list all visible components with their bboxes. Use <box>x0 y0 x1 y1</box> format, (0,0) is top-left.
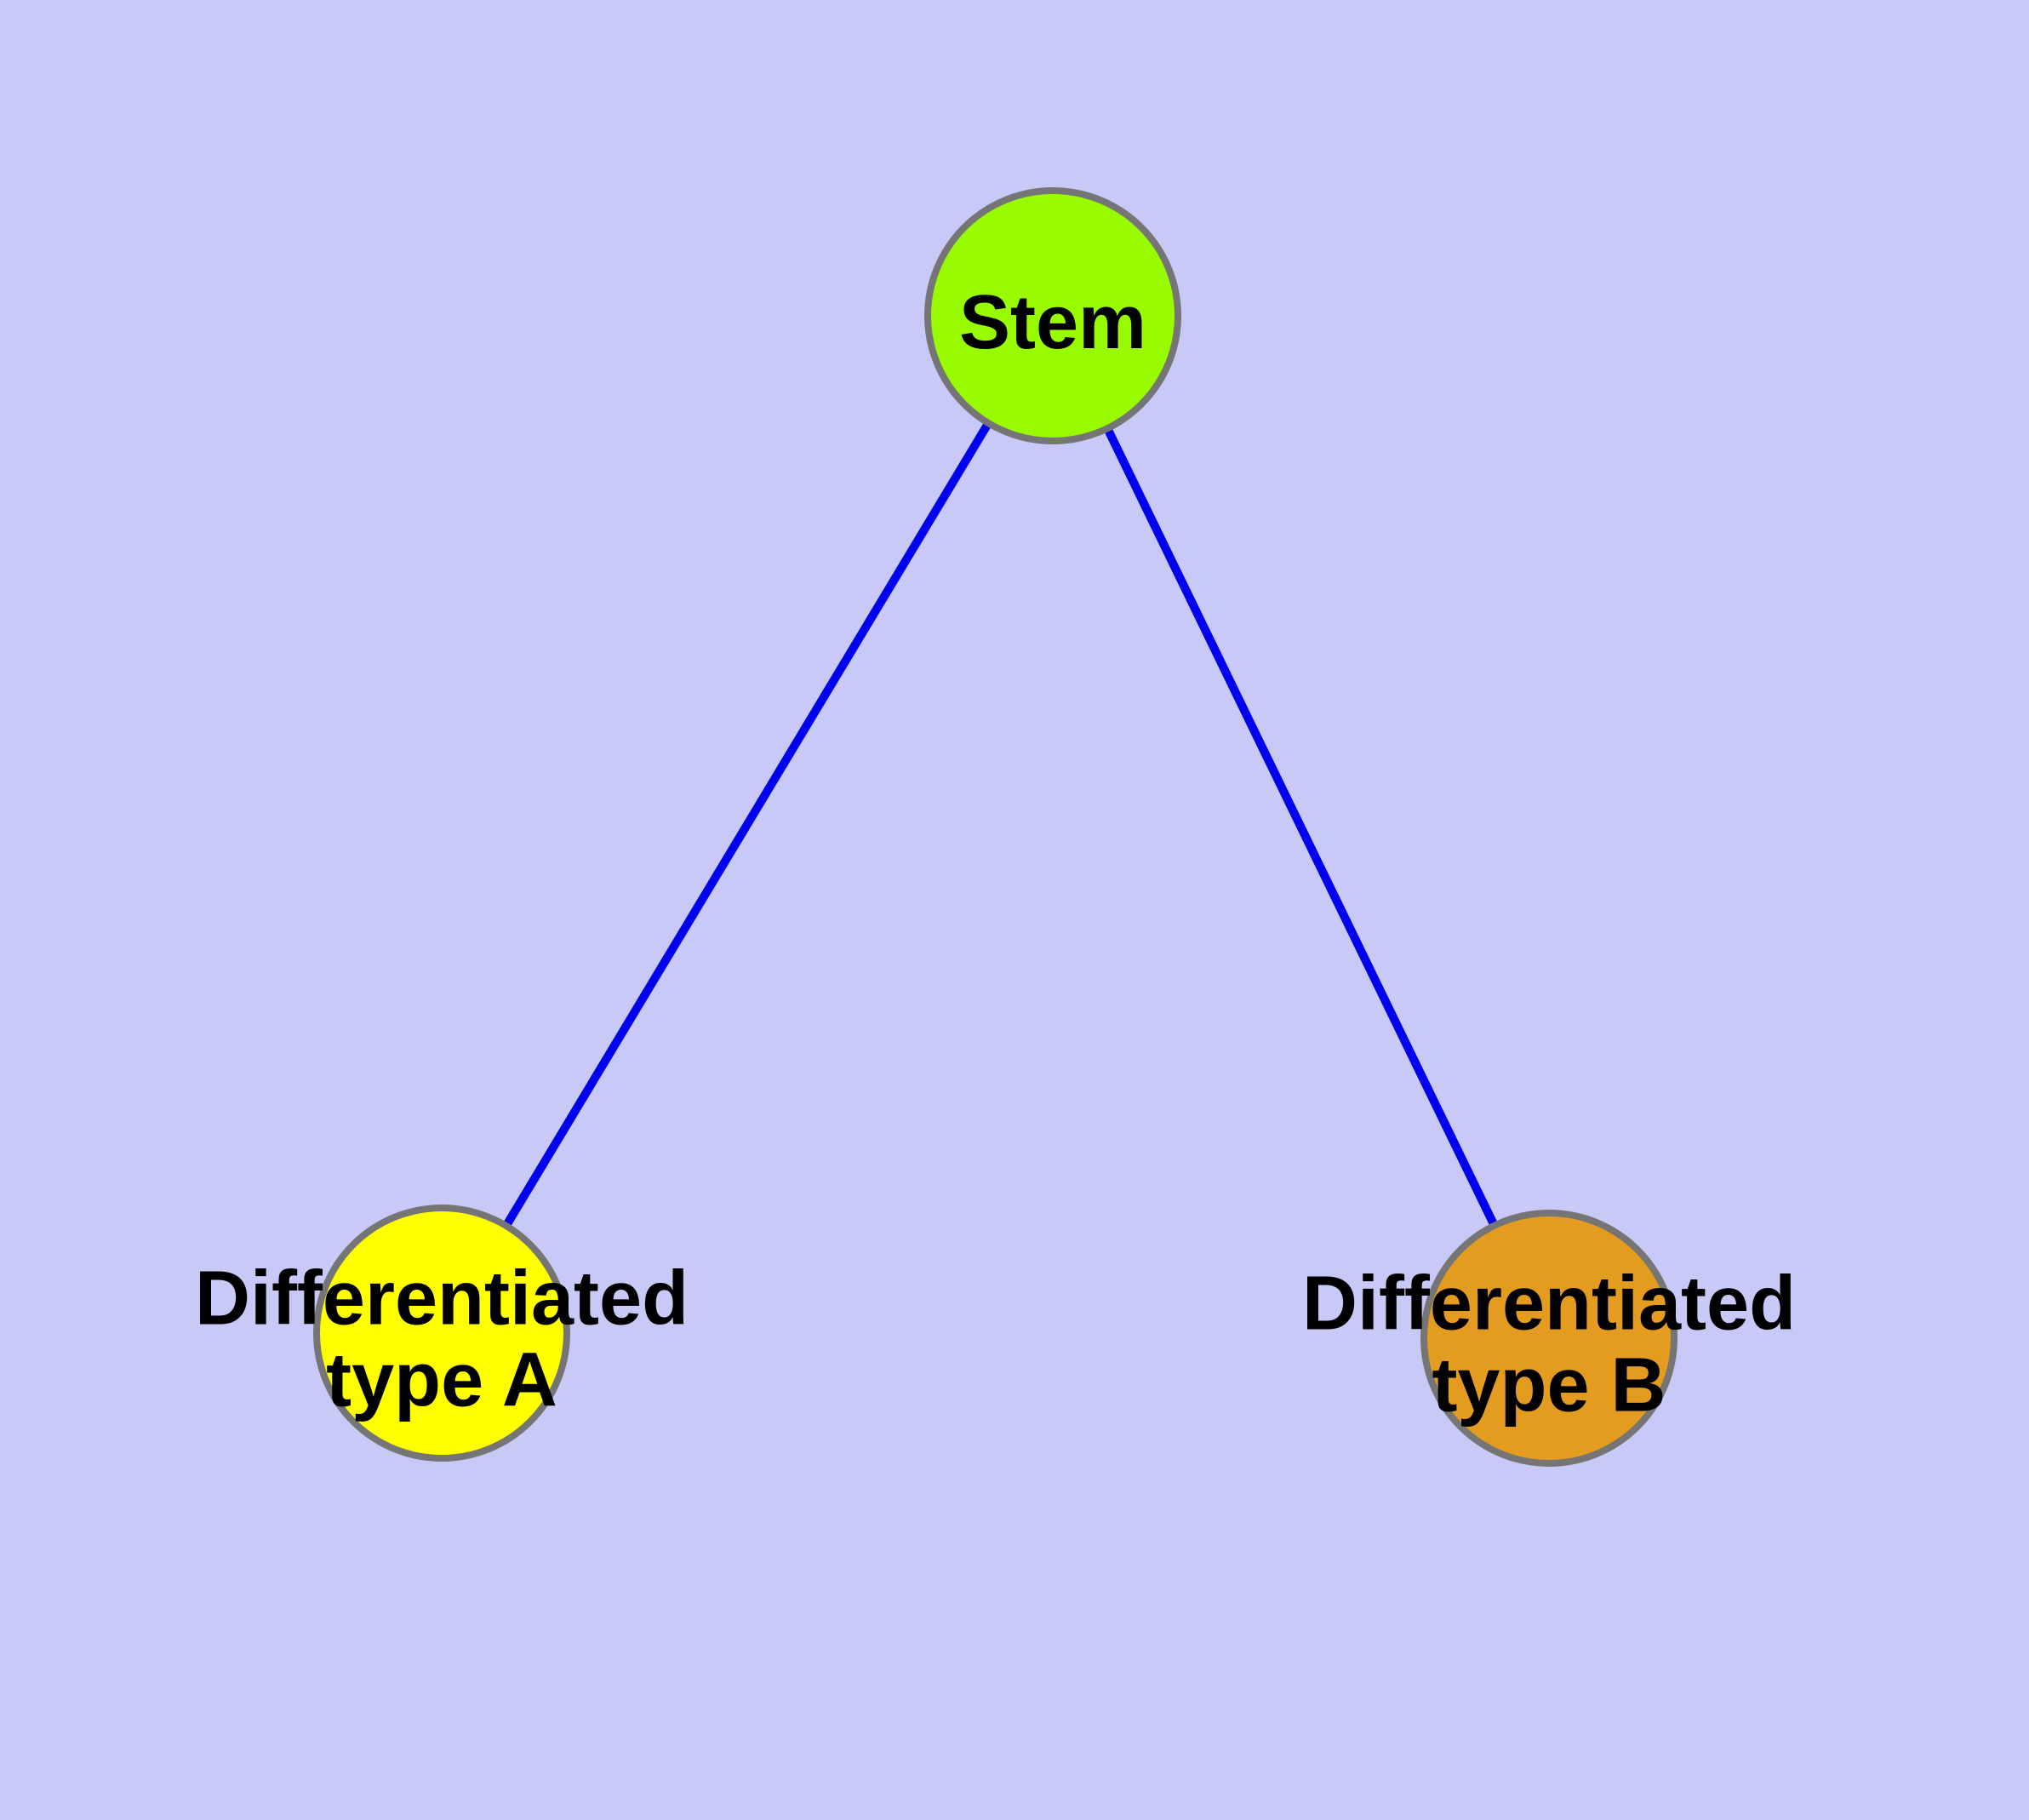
edge-line-stem-type-a <box>437 313 1057 1336</box>
node-label-type-a: Differentiated type A <box>194 1256 689 1423</box>
nodes-layer <box>313 187 1677 1467</box>
edge-line-stem-type-b <box>1049 313 1553 1341</box>
node-label-stem: Stem <box>958 279 1147 365</box>
node-circle-type-b <box>1420 1210 1677 1467</box>
node-circle-type-a <box>313 1205 570 1462</box>
node-circle-stem <box>924 187 1181 444</box>
node-label-type-b: Differentiated type B <box>1301 1261 1797 1428</box>
edges-layer <box>437 313 1553 1341</box>
